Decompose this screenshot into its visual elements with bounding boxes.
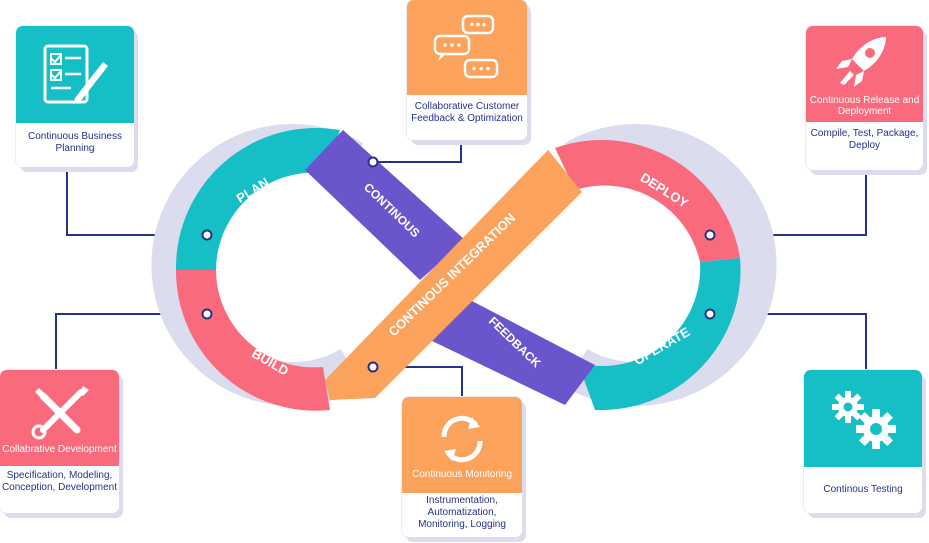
integration-band <box>325 150 582 400</box>
rocket-icon <box>835 37 886 87</box>
operate-segment <box>578 258 741 411</box>
chat-bubbles-icon <box>433 14 499 78</box>
dot-feedback <box>367 156 379 168</box>
tools-icon <box>31 385 89 439</box>
checklist-icon <box>43 44 108 104</box>
dot-testing <box>704 308 716 320</box>
card-monitoring-title: Continuous Monitoring <box>411 468 513 480</box>
gears-icon <box>832 390 896 449</box>
card-feedback: Collaborative Customer Feedback & Optimi… <box>407 0 527 140</box>
card-release: Continuous Release and Deployment Compil… <box>806 26 923 170</box>
card-release-title: Continuous Release and Deployment <box>809 95 920 117</box>
card-planning: Continuous Business Planning <box>16 26 134 167</box>
feedback-band <box>430 300 595 405</box>
card-monitoring: Continuous Monitoring Instrumentation, A… <box>402 397 522 537</box>
dot-planning <box>201 229 213 241</box>
connector-dots <box>201 156 716 373</box>
card-testing-header <box>804 370 922 467</box>
card-testing: Continous Testing <box>804 370 922 513</box>
card-feedback-desc: Collaborative Customer Feedback & Optimi… <box>411 101 523 124</box>
card-release-header: Continuous Release and Deployment <box>806 26 923 122</box>
dot-development <box>201 308 213 320</box>
card-planning-desc: Continuous Business Planning <box>28 131 122 154</box>
connector-feedback <box>373 140 462 163</box>
dot-monitoring <box>367 361 379 373</box>
dot-release <box>704 229 716 241</box>
continous-band <box>305 130 465 280</box>
card-development-desc: Specification, Modeling, Conception, Dev… <box>1 470 118 493</box>
card-development: Collabrative Development Specification, … <box>0 370 119 513</box>
connector-development <box>55 313 207 370</box>
deploy-segment <box>555 139 740 262</box>
card-testing-desc: Continous Testing <box>823 484 903 495</box>
plan-segment <box>175 127 340 270</box>
card-release-desc: Compile, Test, Package, Deploy <box>810 128 919 151</box>
card-development-title: Collabrative Development <box>2 443 117 455</box>
card-development-header: Collabrative Development <box>0 370 119 466</box>
card-feedback-header <box>407 0 527 95</box>
card-monitoring-header: Continuous Monitoring <box>402 397 522 493</box>
build-segment <box>175 270 330 411</box>
card-monitoring-desc: Instrumentation, Automatization, Monitor… <box>418 495 506 530</box>
card-planning-header <box>16 26 134 123</box>
refresh-icon <box>441 415 483 462</box>
